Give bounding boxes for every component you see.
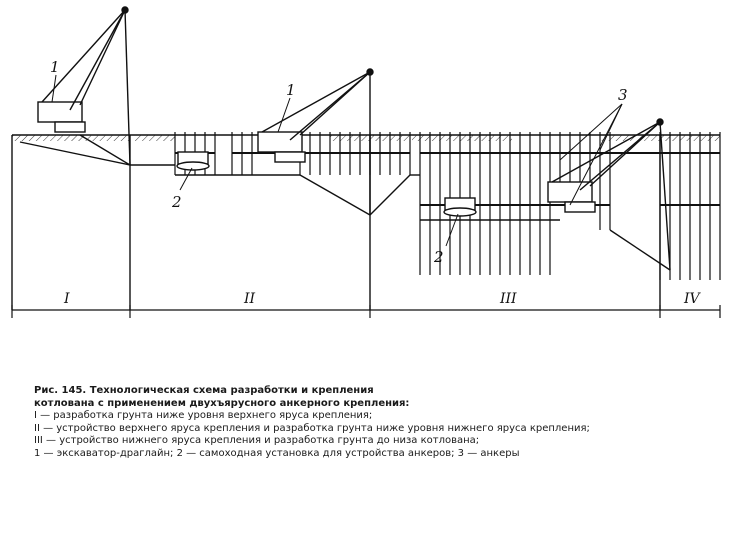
label-anchors-3: 3 <box>618 86 628 104</box>
excavation-scheme-diagram: 1 1 2 2 3 I II III IV <box>11 6 721 318</box>
label-leaders <box>51 74 623 247</box>
stage-dimension-lines <box>11 305 721 318</box>
label-excavator-1a: 1 <box>50 58 60 76</box>
label-excavator-1b: 1 <box>286 81 296 99</box>
stage-label-1: I <box>63 291 70 307</box>
label-anchor-unit-2a: 2 <box>171 193 182 211</box>
anchor-unit-stage-2 <box>176 151 210 171</box>
stage-1-excavation <box>11 134 175 310</box>
dragline-excavator-stage-2 <box>257 68 374 215</box>
label-anchor-unit-2b: 2 <box>433 248 444 266</box>
caption-line-stage-2: II — устройство верхнего яруса крепления… <box>34 422 590 434</box>
excavation-slopes <box>175 135 671 310</box>
dragline-excavator-stage-3 <box>547 118 671 271</box>
caption-title-line-2: котлована с применением двухъярусного ан… <box>34 397 410 409</box>
caption-line-legend: 1 — экскаватор-драглайн; 2 — самоходная … <box>34 447 520 459</box>
caption-title-line-1: Рис. 145. Технологическая схема разработ… <box>34 385 374 396</box>
caption-line-stage-3: III — устройство нижнего яруса крепления… <box>34 435 480 446</box>
stage-label-4: IV <box>683 291 702 307</box>
ground-hatching <box>12 135 720 141</box>
caption-line-stage-1: I — разработка грунта ниже уровня верхне… <box>34 410 373 421</box>
stage-label-2: II <box>243 291 256 307</box>
anchor-unit-stage-3 <box>443 197 477 217</box>
anchor-tiers <box>175 152 720 206</box>
dragline-excavator-stage-1 <box>37 6 131 166</box>
stage-label-3: III <box>499 291 517 307</box>
figure-caption: Рис. 145. Технологическая схема разработ… <box>34 385 734 460</box>
